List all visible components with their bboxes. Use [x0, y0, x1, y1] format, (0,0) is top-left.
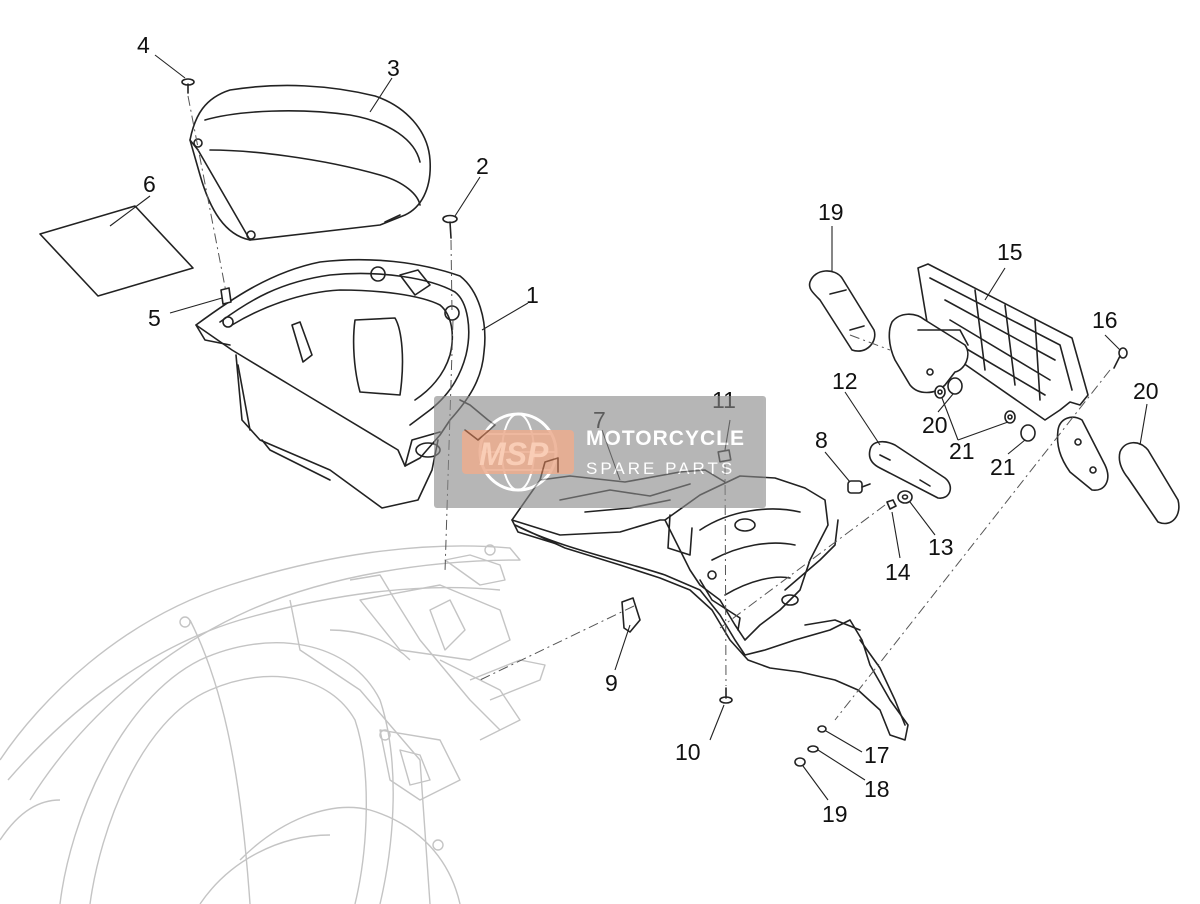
cap-part-19 — [794, 757, 806, 767]
label-part-13: 13 — [928, 534, 954, 560]
part-labels: 4 3 2 6 5 1 7 11 8 12 13 14 9 10 19 15 1… — [137, 32, 1159, 827]
screw-part-8 — [847, 480, 871, 494]
label-part-5: 5 — [148, 305, 161, 331]
label-part-12: 12 — [832, 368, 858, 394]
label-part-4: 4 — [137, 32, 150, 58]
watermark: MSP MOTORCYCLE SPARE PARTS — [434, 396, 766, 508]
clip-part-9 — [621, 597, 641, 633]
label-part-16: 16 — [1092, 307, 1118, 333]
watermark-logo: MSP — [479, 436, 549, 472]
washer-part-21-a — [947, 377, 963, 395]
nut-part-22-b — [1004, 410, 1016, 424]
assembly-lines — [187, 95, 1111, 721]
label-part-19: 19 — [822, 801, 848, 827]
leader-lines — [109, 54, 1148, 801]
label-part-2: 2 — [476, 153, 489, 179]
nut-part-14 — [886, 499, 897, 510]
clip-part-5 — [220, 287, 232, 305]
license-plate-holder — [888, 263, 1109, 491]
label-part-10: 10 — [675, 739, 701, 765]
label-part-1: 1 — [526, 282, 539, 308]
rear-mudguard — [514, 475, 909, 741]
label-part-9: 9 — [605, 670, 618, 696]
reflector-part-20-right — [1118, 441, 1180, 525]
label-part-20-a: 19 — [818, 199, 844, 225]
screw-part-10 — [719, 687, 733, 704]
washer-part-13 — [897, 490, 913, 504]
pin-part-17 — [817, 725, 827, 733]
label-part-21-a: 20 — [922, 412, 948, 438]
label-part-3: 3 — [387, 55, 400, 81]
label-part-21-b: 21 — [990, 454, 1016, 480]
label-part-17: 17 — [864, 742, 890, 768]
nut-part-22-a — [934, 385, 946, 399]
reflector-part-20-left — [808, 270, 876, 352]
label-part-6: 6 — [143, 171, 156, 197]
helmet-box — [195, 258, 496, 509]
spring-part-18 — [807, 745, 819, 753]
screw-part-16 — [1113, 347, 1128, 369]
watermark-background — [434, 396, 766, 508]
sticker-sheet — [39, 205, 194, 297]
helmet-box-lid — [189, 84, 431, 241]
screw-part-4 — [181, 78, 195, 94]
reflector-part-12 — [868, 440, 952, 499]
label-part-22: 21 — [949, 438, 975, 464]
label-part-20-b: 20 — [1133, 378, 1159, 404]
scooter-frame — [0, 544, 546, 904]
label-part-15: 15 — [997, 239, 1023, 265]
label-part-14: 14 — [885, 559, 911, 585]
watermark-subtitle: SPARE PARTS — [586, 459, 735, 478]
label-part-18: 18 — [864, 776, 890, 802]
screw-part-2 — [442, 214, 458, 239]
washer-part-21-b — [1020, 424, 1036, 442]
watermark-title: MOTORCYCLE — [586, 427, 745, 450]
label-part-8: 8 — [815, 427, 828, 453]
